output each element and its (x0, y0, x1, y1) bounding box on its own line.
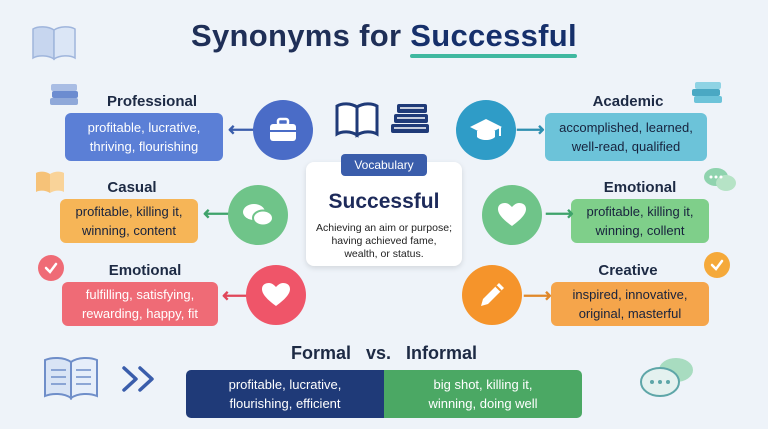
arrow-right-icon: ⟶ (545, 203, 574, 225)
informal-box: big shot, killing it, winning, doing wel… (384, 370, 582, 418)
vs-label: vs. (365, 343, 392, 363)
category-emotional-right-title: Emotional (603, 179, 677, 196)
definition-card: Successful Achieving an aim or purpose; … (306, 162, 462, 266)
books-stack-center-icon (391, 104, 429, 133)
graduation-cap-icon (456, 100, 516, 160)
pen-icon (462, 265, 522, 325)
synonym-line: profitable, killing it, (75, 204, 183, 219)
title-prefix: Synonyms for (191, 18, 411, 53)
formal-informal-title: Formal vs. Informal (0, 343, 768, 364)
arrow-right-icon: ⟶ (523, 285, 552, 307)
synonym-line: accomplished, learned, (559, 120, 693, 135)
synonym-line: profitable, lucrative, (87, 120, 201, 135)
book-stack-icon (50, 84, 78, 105)
heart-icon (482, 185, 542, 245)
book-stack-right-icon (692, 82, 722, 103)
synonym-line: inspired, innovative, (572, 287, 688, 302)
category-professional-box: profitable, lucrative, thriving, flouris… (65, 113, 223, 161)
arrow-left-icon: ⟵ (203, 203, 232, 225)
synonym-line: well-read, qualified (571, 139, 681, 154)
synonym-line: winning, content (82, 223, 176, 238)
synonym-line: flourishing, efficient (229, 396, 341, 411)
synonym-line: profitable, lucrative, (228, 377, 342, 392)
synonym-line: original, masterful (578, 306, 682, 321)
formal-box: profitable, lucrative, flourishing, effi… (186, 370, 384, 418)
reading-book-icon (44, 356, 98, 400)
center-definition: Achieving an aim or purpose; having achi… (306, 222, 462, 261)
page-title: Synonyms for Successful (0, 18, 768, 58)
definition-line: having achieved fame, (331, 235, 437, 247)
definition-line: wealth, or status. (344, 248, 424, 260)
formal-label: Formal (290, 343, 351, 363)
synonym-line: rewarding, happy, fit (81, 306, 199, 321)
arrow-right-icon: ⟶ (516, 119, 545, 141)
category-creative-title: Creative (598, 262, 658, 279)
definition-line: Achieving an aim or purpose; (316, 222, 452, 234)
category-academic-title: Academic (592, 93, 664, 110)
check-badge-right-icon (704, 252, 730, 278)
chat-bubbles-icon (704, 168, 736, 191)
category-emotional-left-title: Emotional (108, 262, 182, 279)
synonym-line: winning, doing well (428, 396, 538, 411)
open-book-icon (32, 26, 76, 61)
speech-bubbles-icon (228, 185, 288, 245)
arrow-left-icon: ⟵ (228, 119, 257, 141)
synonym-line: big shot, killing it, (433, 377, 533, 392)
category-academic-box: accomplished, learned, well-read, qualif… (545, 113, 707, 161)
category-creative-box: inspired, innovative, original, masterfu… (551, 282, 709, 326)
center-word: Successful (328, 190, 440, 213)
briefcase-icon (253, 100, 313, 160)
synonym-line: thriving, flourishing (89, 139, 199, 154)
synonym-line: profitable, killing it, (586, 204, 694, 219)
category-emotional-left-box: fulfilling, satisfying, rewarding, happy… (62, 282, 218, 326)
heart-icon (246, 265, 306, 325)
informal-label: Informal (406, 343, 478, 363)
open-book-center-icon (335, 102, 379, 138)
open-book-small-icon (36, 171, 64, 193)
double-chevron-icon (122, 366, 154, 392)
check-badge-icon (38, 255, 64, 281)
vocabulary-tag: Vocabulary (341, 154, 427, 176)
synonym-line: fulfilling, satisfying, (85, 287, 195, 302)
category-professional-title: Professional (106, 93, 198, 110)
category-casual-title: Casual (107, 179, 157, 196)
category-casual-box: profitable, killing it, winning, content (60, 199, 198, 243)
arrow-left-icon: ⟵ (222, 285, 251, 307)
title-highlight: Successful (410, 18, 577, 58)
synonym-line: winning, collent (595, 223, 685, 238)
category-emotional-right-box: profitable, killing it, winning, collent (571, 199, 709, 243)
speech-bubbles-icon (640, 358, 693, 397)
